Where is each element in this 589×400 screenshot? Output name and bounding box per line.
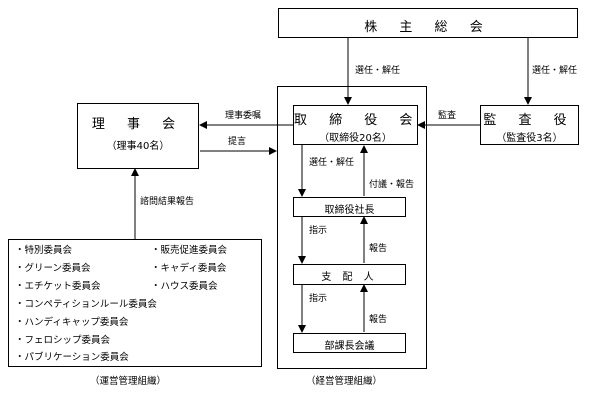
label-refer-report: 付議・報告 — [369, 180, 415, 190]
label-report-manager: 報告 — [369, 315, 388, 325]
committee-item: ・販売促進委員会 — [151, 245, 228, 256]
caption-management-organization: （経営管理組織） — [306, 376, 383, 387]
department-meeting-box: 部課長会議 — [293, 333, 406, 353]
committee-item: ・コンペティションルール委員会 — [15, 299, 157, 310]
committee-item: ・フェロシップ委員会 — [15, 335, 111, 346]
council-title: 理 事 会 — [91, 117, 185, 132]
label-elect-dismiss-president: 選任・解任 — [309, 158, 355, 168]
council-box: 理 事 会 （理事40名） — [77, 103, 199, 169]
committee-item: ・エチケット委員会 — [15, 281, 101, 292]
committees-box: ・特別委員会 ・グリーン委員会 ・エチケット委員会 ・コンペティションルール委員… — [8, 239, 262, 367]
shareholders-meeting-box: 株 主 総 会 — [278, 8, 578, 38]
committee-item: ・パブリケーション委員会 — [15, 352, 129, 363]
management-organization-frame — [277, 86, 427, 369]
department-meeting-title: 部課長会議 — [324, 341, 375, 352]
label-director-commission: 理事委嘱 — [225, 111, 262, 121]
committee-item: ・特別委員会 — [15, 245, 73, 256]
label-elect-dismiss-board: 選任・解任 — [355, 66, 401, 76]
label-instruct-manager: 指示 — [309, 226, 328, 236]
label-audit: 監査 — [438, 111, 457, 121]
label-instruct-dept: 指示 — [309, 294, 328, 304]
committee-item: ・キャディ委員会 — [151, 263, 227, 274]
committee-item: ・ハウス委員会 — [151, 281, 218, 292]
board-of-directors-box: 取 締 役 会 （取締役20名） — [293, 105, 418, 145]
board-of-directors-title: 取 締 役 会 — [294, 113, 422, 128]
auditors-box: 監 査 役 （監査役3名） — [480, 105, 579, 145]
label-proposal: 提言 — [228, 137, 247, 147]
president-box: 取締役社長 — [293, 197, 406, 217]
committee-item: ・ハンディキャップ委員会 — [15, 317, 129, 328]
manager-box: 支 配 人 — [293, 264, 406, 285]
manager-title: 支 配 人 — [321, 272, 378, 283]
board-of-directors-count: （取締役20名） — [319, 133, 392, 144]
auditors-count: （監査役3名） — [496, 133, 563, 144]
caption-operations-organization: （運営管理組織） — [90, 376, 167, 387]
committee-item: ・グリーン委員会 — [15, 263, 91, 274]
president-title: 取締役社長 — [324, 205, 375, 216]
label-elect-dismiss-auditors: 選任・解任 — [532, 66, 578, 76]
label-consultation-report: 諮問結果報告 — [140, 197, 195, 207]
shareholders-meeting-title: 株 主 総 会 — [364, 20, 492, 35]
label-report-president: 報告 — [369, 244, 388, 254]
auditors-title: 監 査 役 — [483, 113, 576, 128]
council-count: （理事40名） — [106, 141, 170, 152]
